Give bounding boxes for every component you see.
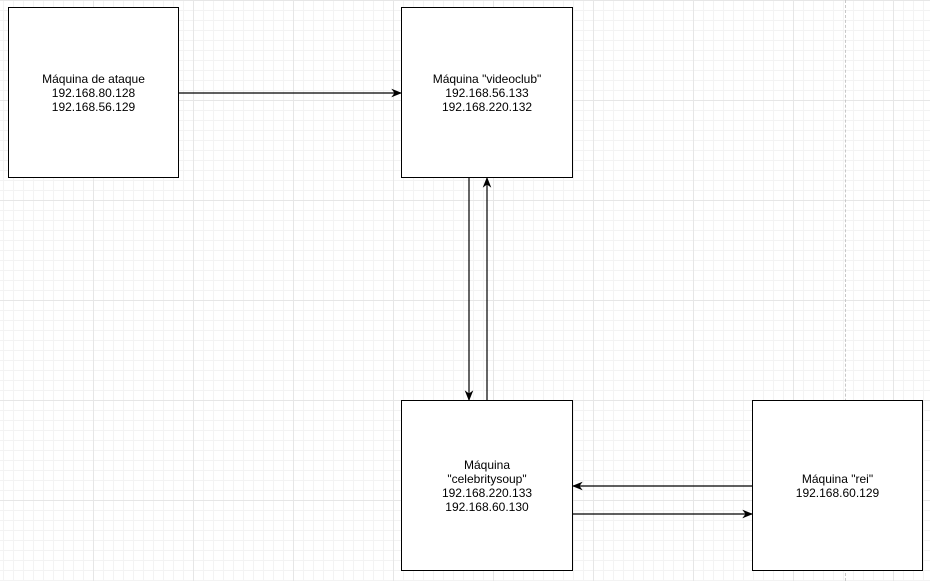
node-ip: 192.168.80.128 <box>51 85 136 100</box>
node-ip: 192.168.56.129 <box>51 99 136 114</box>
node-ip: 192.168.60.130 <box>445 499 529 514</box>
node-title: Máquina de ataque <box>42 71 145 86</box>
page-boundary-guide <box>845 0 846 581</box>
node-title: Máquina "rei" <box>801 471 874 486</box>
node-ip: 192.168.56.133 <box>445 85 529 100</box>
node-ip: 192.168.220.132 <box>441 99 533 114</box>
node-attack-machine[interactable]: Máquina de ataque 192.168.80.128 192.168… <box>8 7 179 178</box>
node-ip: 192.168.60.129 <box>795 485 880 500</box>
node-celebritysoup-machine[interactable]: Máquina "celebritysoup" 192.168.220.133 … <box>401 400 573 571</box>
node-ip: 192.168.220.133 <box>441 485 533 500</box>
node-videoclub-machine[interactable]: Máquina "videoclub" 192.168.56.133 192.1… <box>401 7 573 178</box>
node-title: "celebritysoup" <box>447 471 527 486</box>
node-rei-machine[interactable]: Máquina "rei" 192.168.60.129 <box>752 400 923 571</box>
node-title: Máquina <box>463 457 511 472</box>
node-title: Máquina "videoclub" <box>432 71 542 86</box>
